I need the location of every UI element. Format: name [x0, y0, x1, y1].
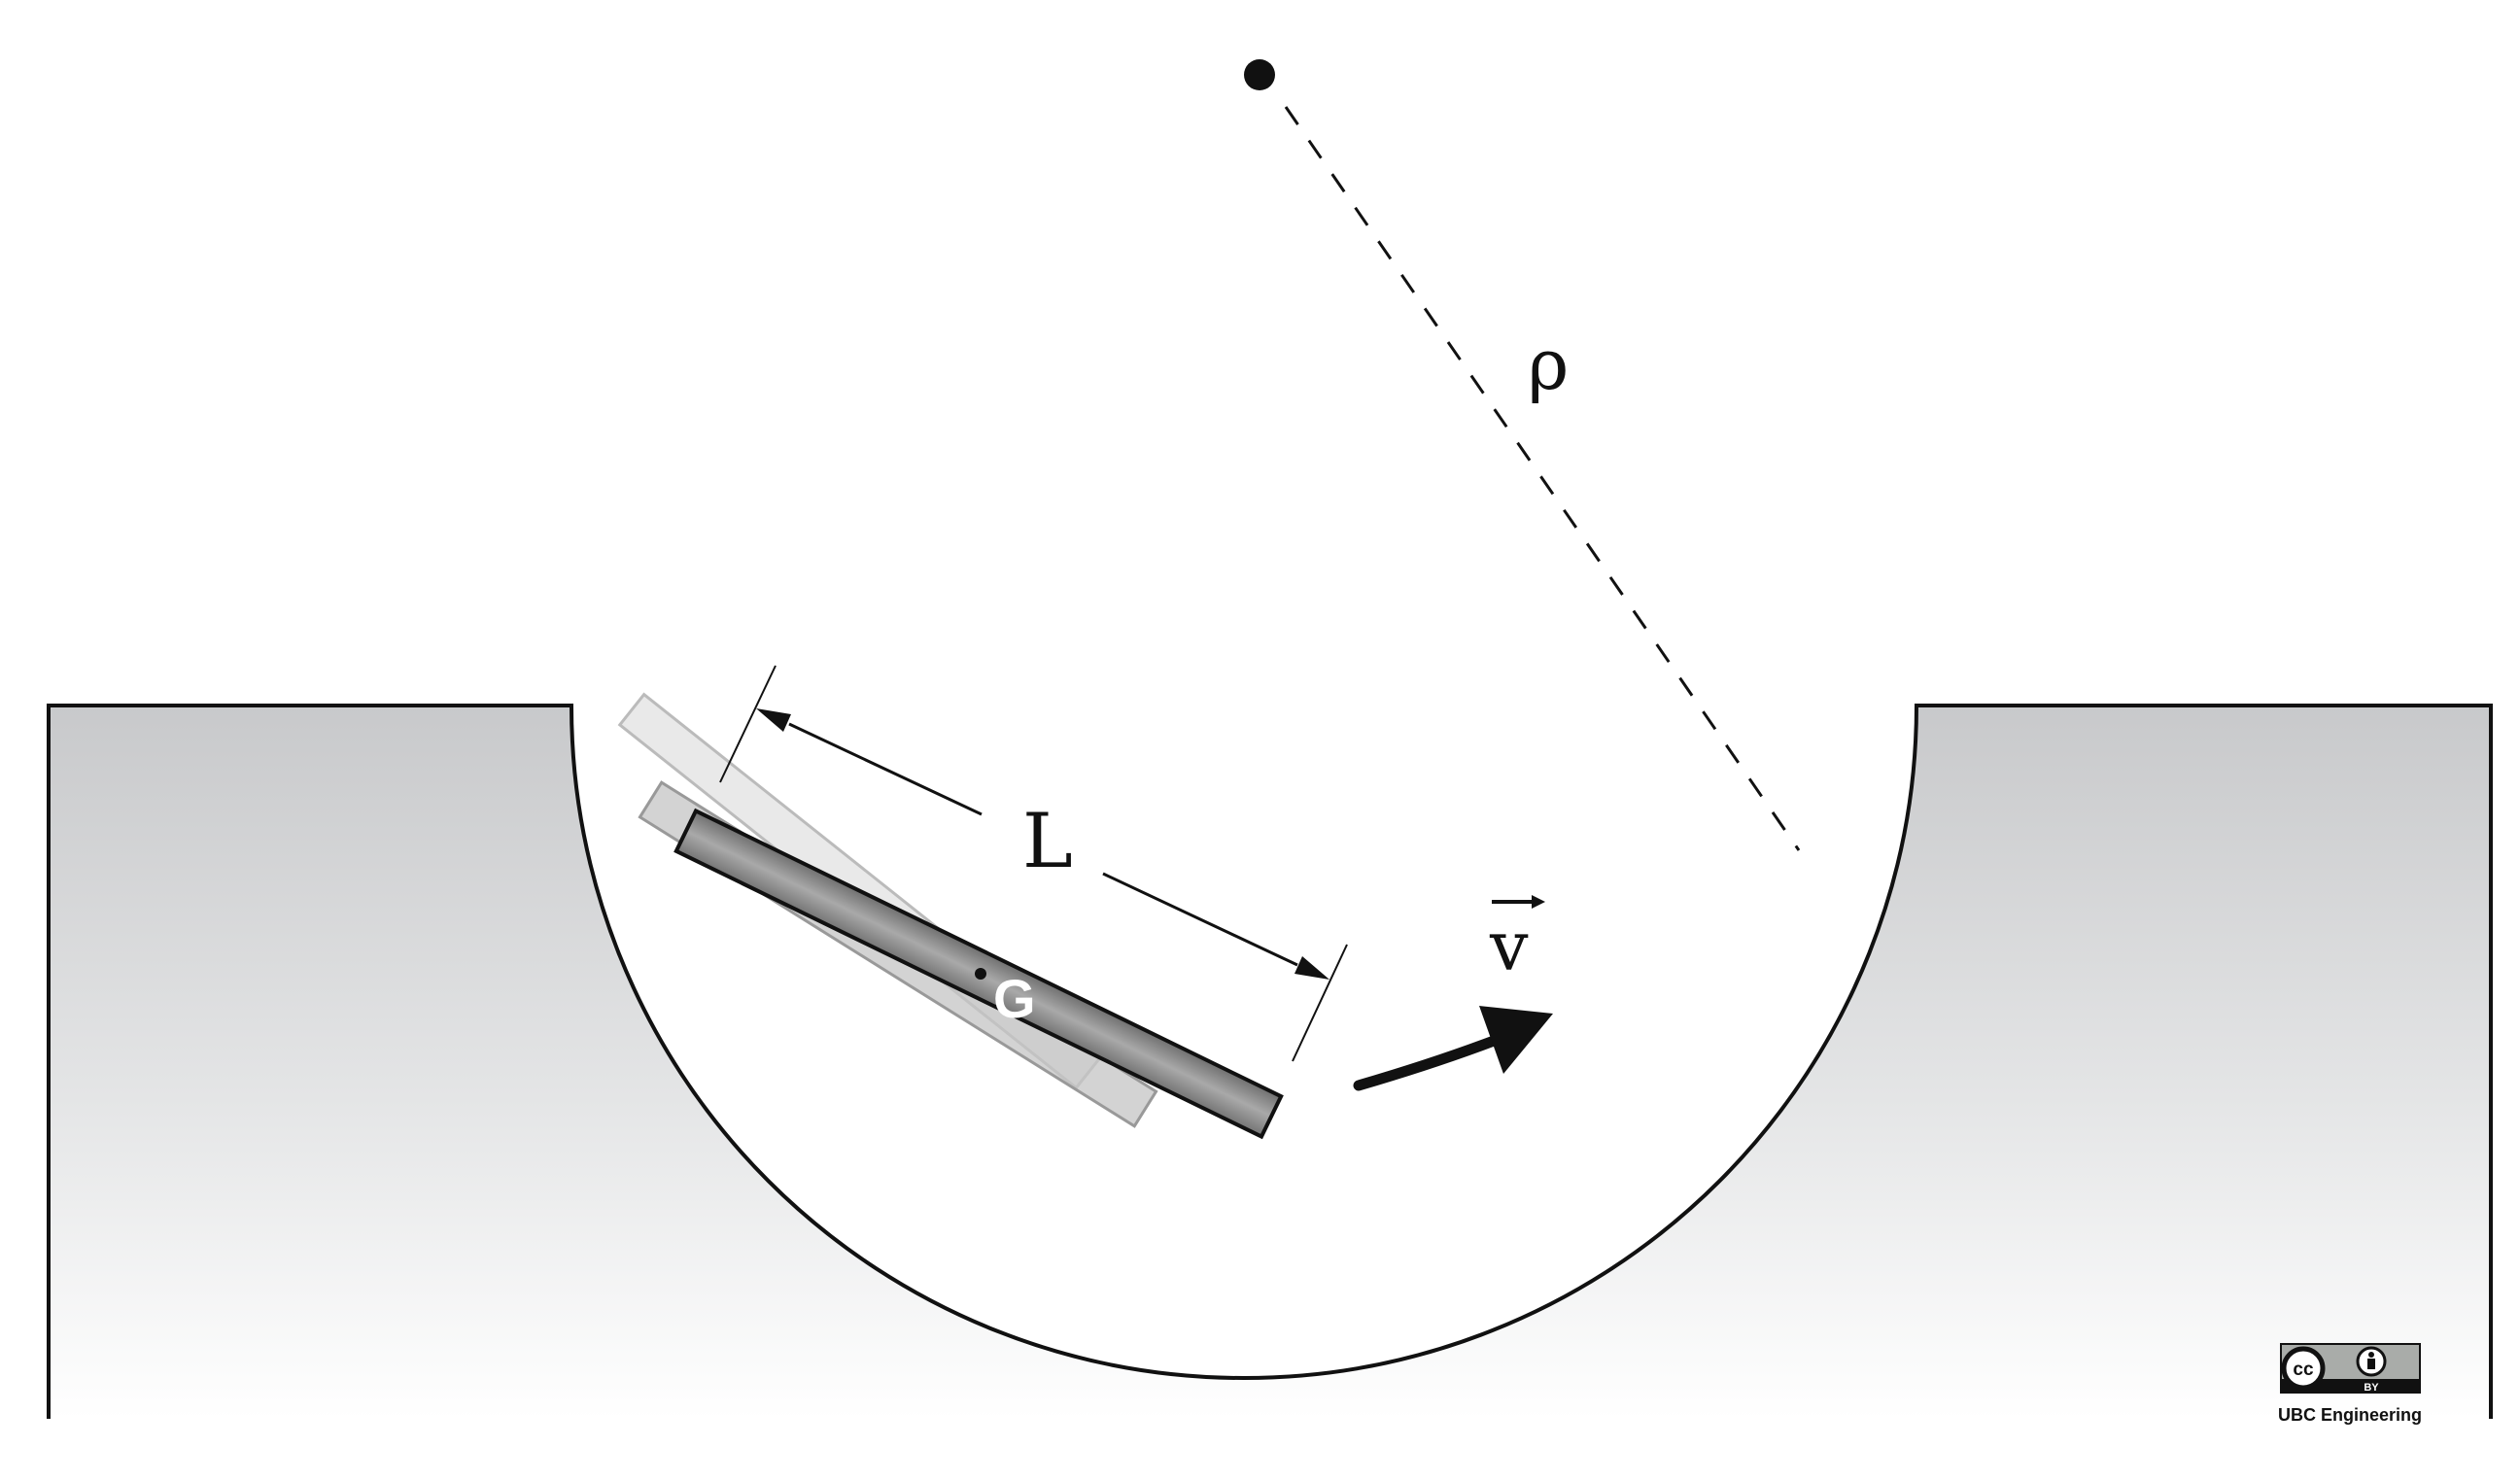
dimension-line-left	[788, 722, 983, 816]
velocity-label: v	[1489, 907, 1529, 986]
dimension-extension-left	[719, 665, 777, 783]
ground-outline	[47, 704, 2493, 1419]
license-credit: UBC Engineering	[2278, 1405, 2422, 1425]
dimension-arrowhead-left	[756, 708, 791, 732]
license-by-text: BY	[2364, 1382, 2379, 1394]
attribution-icon-body	[2367, 1359, 2375, 1369]
radius-line	[1284, 106, 1801, 851]
radius-label: ρ	[1528, 324, 1569, 405]
center-of-mass-label: G	[993, 968, 1036, 1029]
velocity-vector-head	[1532, 895, 1545, 909]
velocity-arrowhead	[1479, 1006, 1553, 1074]
dimension-extension-right	[1292, 944, 1348, 1062]
length-label: L	[1022, 798, 1073, 885]
attribution-icon-head	[2368, 1352, 2374, 1358]
license-badge: cc BY UBC Engineering	[2278, 1343, 2422, 1425]
dimension-arrowhead-right	[1295, 956, 1329, 980]
cc-icon-text: cc	[2293, 1360, 2314, 1380]
velocity-arrow-shaft	[1353, 1032, 1507, 1091]
curvature-center-dot	[1244, 59, 1275, 90]
cc-icon	[2281, 1346, 2326, 1391]
dimension-line-right	[1102, 872, 1298, 967]
ground-surface	[49, 706, 2491, 1419]
center-of-mass-dot	[975, 968, 986, 980]
